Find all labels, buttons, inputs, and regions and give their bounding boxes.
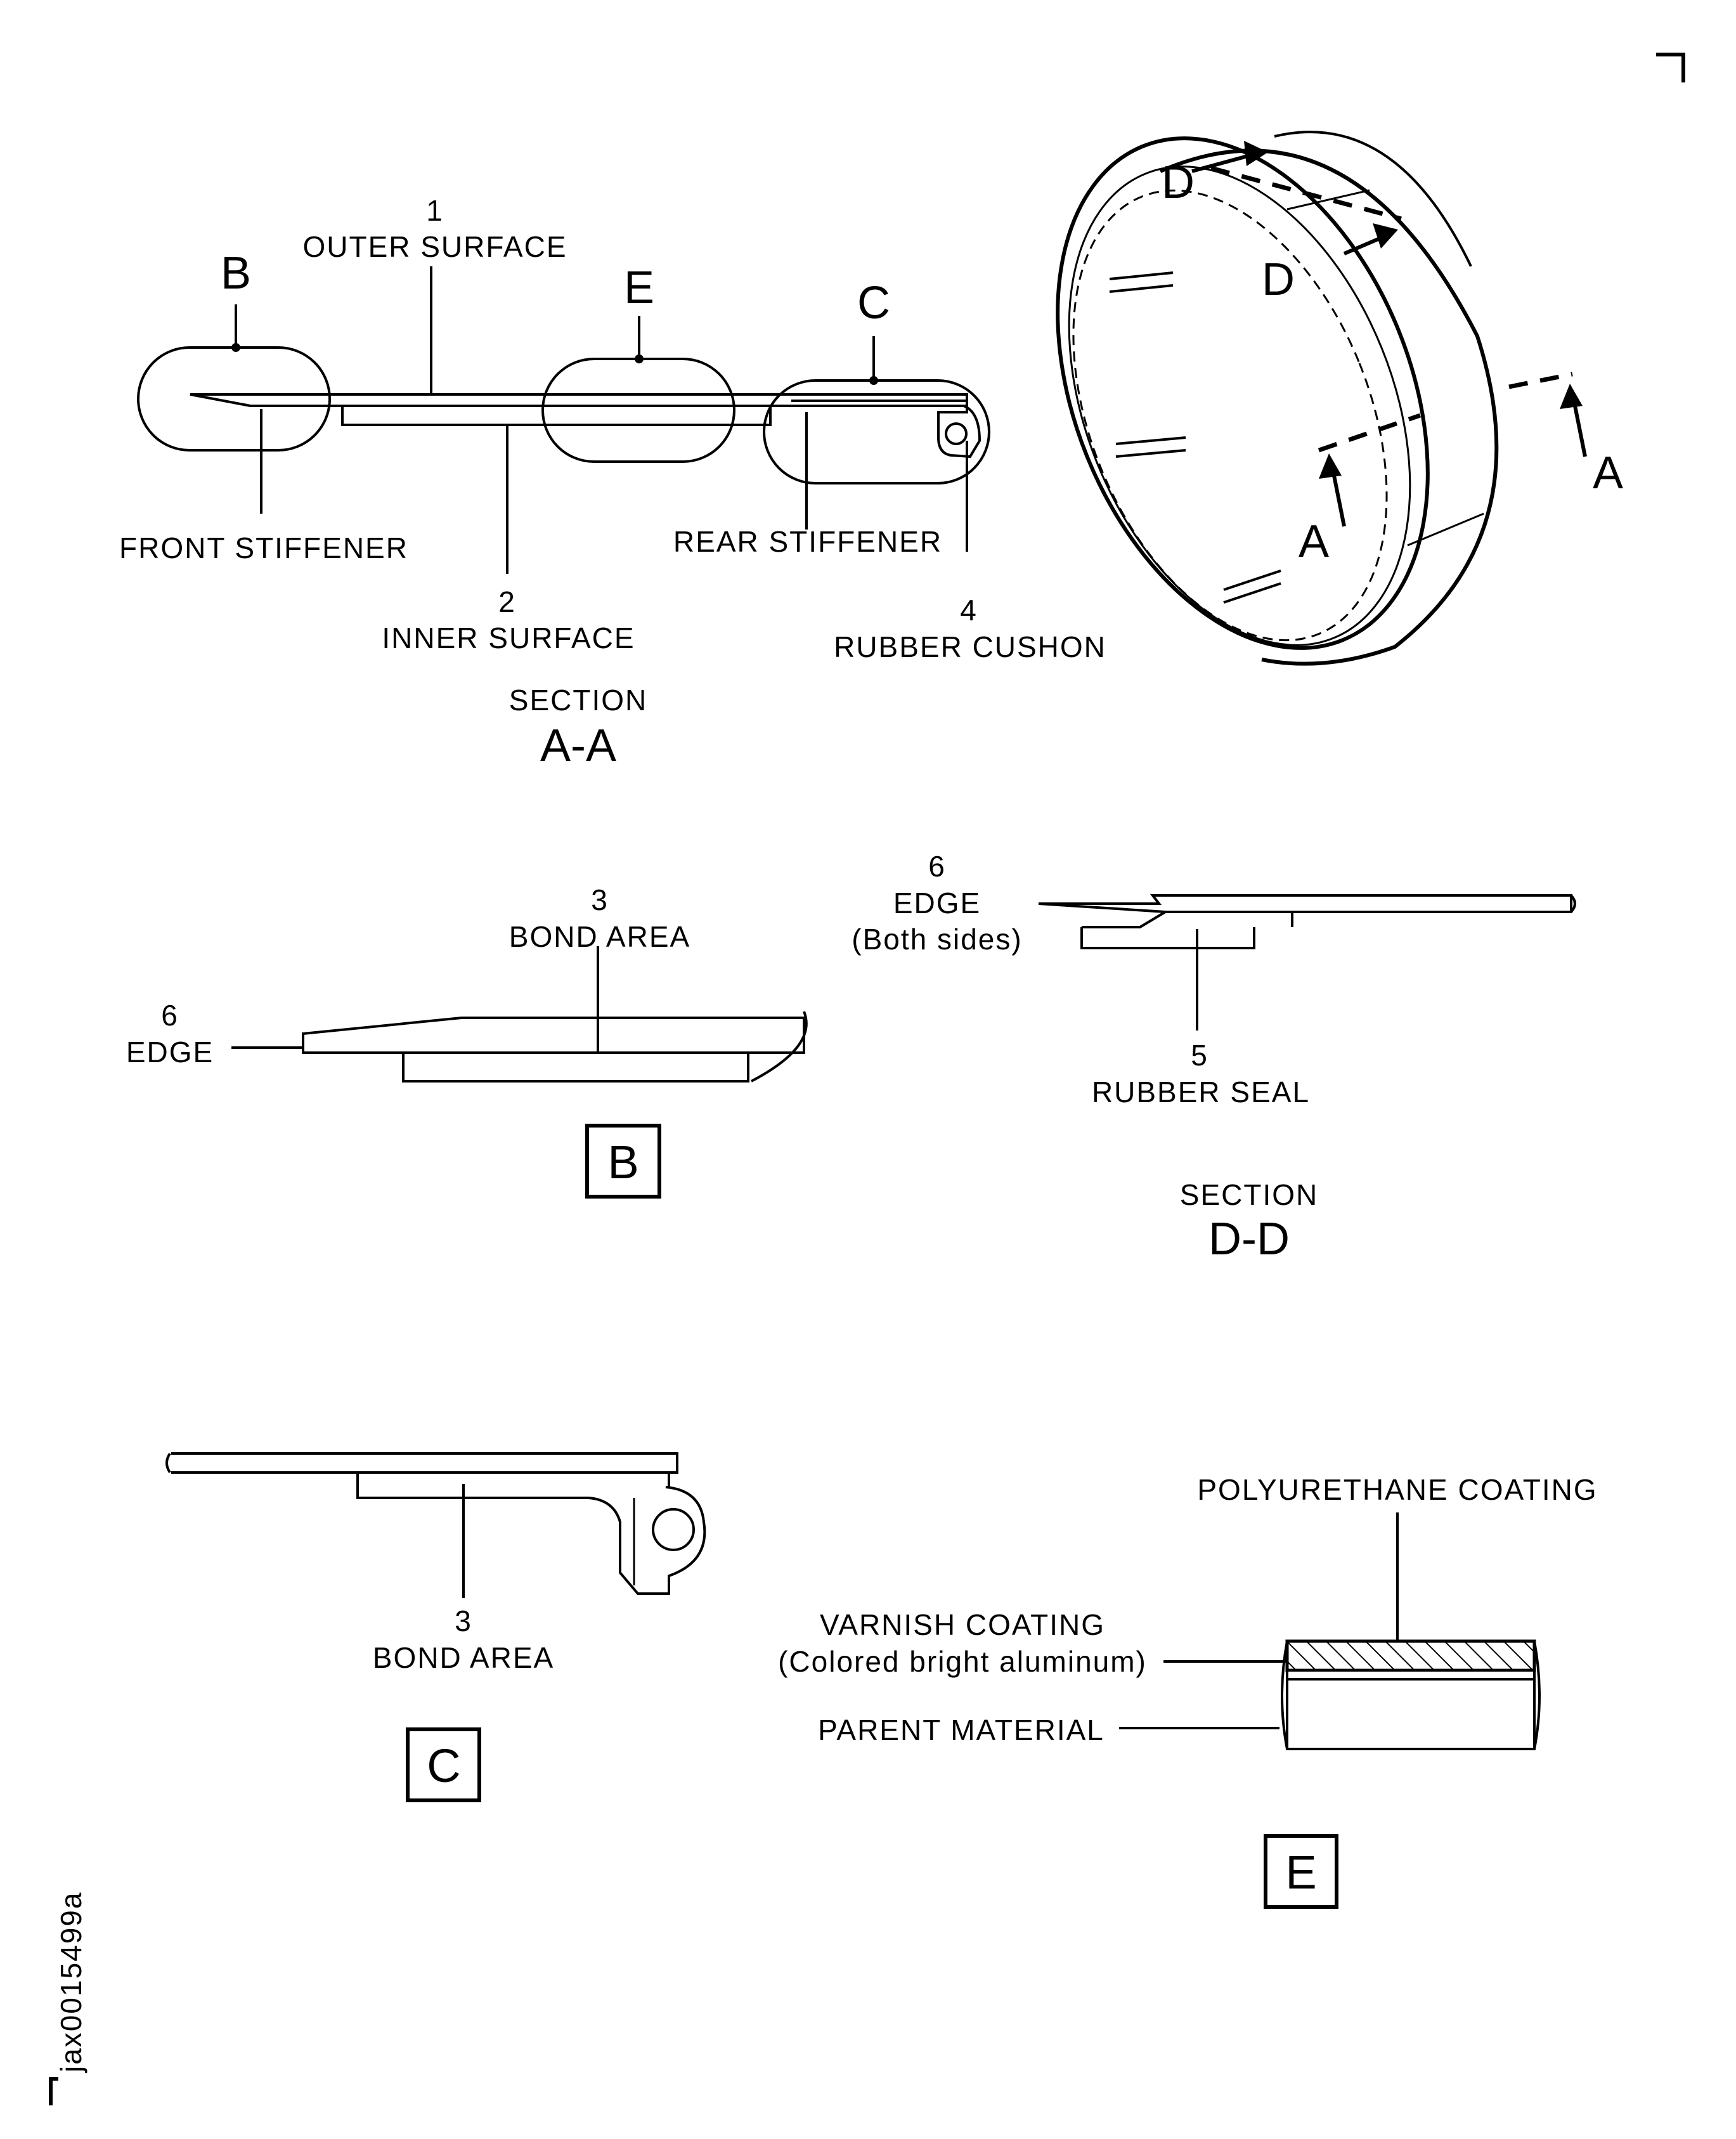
callout-oval-b xyxy=(137,346,331,452)
section-aa-caption: SECTION xyxy=(509,684,647,717)
callout-c-letter: C xyxy=(857,278,890,328)
front-stiffener-label: FRONT STIFFENER xyxy=(119,531,408,564)
polyurethane-coating-label: POLYURETHANE COATING xyxy=(1197,1473,1597,1506)
detail-c-bond-area-label: BOND AREA xyxy=(373,1641,554,1674)
rear-stiffener-profile xyxy=(791,400,981,458)
detail-b-box xyxy=(585,1124,661,1199)
section-dd-caption: SECTION xyxy=(1180,1178,1318,1211)
detail-e-box-letter: E xyxy=(1285,1846,1316,1899)
callout-oval-e xyxy=(541,358,735,463)
detail-b-stiffener xyxy=(402,1053,749,1083)
item2-number: 2 xyxy=(498,585,516,618)
detail-c: 3 BOND AREA C xyxy=(165,1452,706,1802)
item4-number: 4 xyxy=(960,594,978,627)
detail-b-bond-area-label: BOND AREA xyxy=(509,920,690,953)
detail-b-item3-number: 3 xyxy=(591,883,609,916)
section-dd-upper-skin xyxy=(1038,894,1572,913)
corner-mark-bottom-left xyxy=(49,2077,58,2105)
detail-b-edge-label: EDGE xyxy=(126,1036,214,1069)
cut-line-aa-left xyxy=(1318,413,1422,453)
detail-c-item3-number: 3 xyxy=(455,1604,472,1637)
rubber-seal-label: RUBBER SEAL xyxy=(1092,1076,1310,1109)
rubber-cushion-shape xyxy=(945,422,968,445)
detail-b: 3 BOND AREA 6 EDGE B xyxy=(126,883,808,1199)
section-dd: 6 EDGE (Both sides) 5 RUBBER SEAL SECTIO… xyxy=(852,850,1576,1265)
callout-b-letter: B xyxy=(221,248,251,299)
outer-surface-label: OUTER SURFACE xyxy=(302,230,567,263)
section-dd-rubber-seal xyxy=(1080,927,1255,949)
section-aa-id: A-A xyxy=(540,720,616,771)
rubber-cushon-label: RUBBER CUSHON xyxy=(834,630,1106,663)
rear-stiffener-label: REAR STIFFENER xyxy=(673,525,942,558)
section-dd-item6-number: 6 xyxy=(928,850,946,883)
callout-oval-c xyxy=(763,379,990,484)
figure-id: jax0015499a xyxy=(55,1892,87,2074)
detail-e-box xyxy=(1264,1834,1338,1909)
arrow-d-bottom-letter: D xyxy=(1262,254,1295,305)
parent-material-label: PARENT MATERIAL xyxy=(818,1713,1104,1746)
varnish-coating-layer xyxy=(1286,1669,1536,1681)
polyurethane-coating-layer xyxy=(1285,1639,1536,1672)
detail-c-rear-stiffener xyxy=(356,1473,706,1595)
varnish-coating-label: VARNISH COATING xyxy=(820,1608,1105,1641)
detail-c-skin xyxy=(171,1452,678,1474)
inner-surface-skin xyxy=(341,405,772,426)
varnish-coating-note: (Colored bright aluminum) xyxy=(778,1645,1147,1678)
ring-outer-shell xyxy=(1159,148,1499,666)
item1-number: 1 xyxy=(426,194,444,227)
section-aa: B E C 1 OUTER SURFACE FRONT STIFFENER 2 … xyxy=(119,194,1106,771)
section-dd-item5-number: 5 xyxy=(1191,1039,1208,1072)
detail-e: POLYURETHANE COATING VARNISH COATING (Co… xyxy=(778,1473,1597,1909)
arrow-d-top-letter: D xyxy=(1162,157,1195,208)
section-dd-id: D-D xyxy=(1208,1214,1290,1265)
section-dd-edge-label: EDGE xyxy=(893,887,981,920)
detail-b-item6-number: 6 xyxy=(161,999,179,1032)
ring-stiffener-ribs xyxy=(1109,271,1281,604)
callout-e-letter: E xyxy=(624,263,654,313)
detail-c-box xyxy=(406,1727,481,1802)
detail-c-cushion xyxy=(652,1508,695,1551)
section-dd-both-sides-note: (Both sides) xyxy=(852,923,1022,956)
arrow-a-left-letter: A xyxy=(1299,516,1329,567)
arrow-a-right-letter: A xyxy=(1593,448,1623,498)
ring-view: D D A A xyxy=(1056,131,1623,666)
ring-front-edge xyxy=(1056,136,1430,650)
detail-c-box-letter: C xyxy=(427,1739,460,1792)
detail-b-skin xyxy=(302,1017,805,1054)
inner-surface-label: INNER SURFACE xyxy=(382,621,635,654)
cut-line-aa-right xyxy=(1508,372,1573,389)
parent-material-layer xyxy=(1286,1679,1536,1750)
cut-line-dd-top xyxy=(1210,166,1402,221)
corner-mark-top-right xyxy=(1656,53,1685,82)
detail-b-box-letter: B xyxy=(607,1136,638,1188)
